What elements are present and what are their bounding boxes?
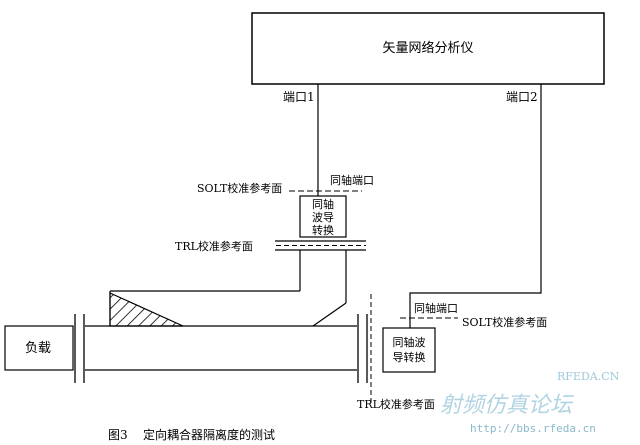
arm-right-diag — [312, 302, 347, 327]
watermark-site: 射频仿真论坛 — [440, 393, 574, 418]
vna-port2-label: 端口2 — [506, 90, 538, 104]
upper-adapter-line2: 波导 — [312, 211, 334, 224]
trl-plane-upper-label: TRL校准参考面 — [175, 239, 253, 253]
watermark-url: http://bbs.rfeda.cn — [470, 422, 596, 435]
hatched-absorber — [109, 292, 184, 327]
vna-port1-label: 端口1 — [283, 90, 315, 104]
watermark-brand: RFEDA.CN — [557, 370, 620, 383]
vna-box — [251, 12, 605, 85]
solt-plane-right-label: SOLT校准参考面 — [462, 315, 547, 329]
upper-coax-port-label: 同轴端口 — [330, 173, 374, 187]
caption-text: 定向耦合器隔离度的测试 — [143, 427, 275, 442]
upper-adapter-line1: 同轴 — [312, 197, 334, 211]
right-coax-port-label: 同轴端口 — [414, 301, 458, 315]
upper-adapter-box — [299, 195, 347, 238]
vna-title: 矢量网络分析仪 — [382, 40, 473, 56]
trl-plane-lower-label: TRL校准参考面 — [357, 397, 435, 411]
solt-plane-upper-label: SOLT校准参考面 — [197, 181, 282, 195]
load-box — [4, 325, 74, 371]
right-adapter-box — [382, 327, 436, 373]
right-adapter-line1: 同轴波 — [393, 335, 426, 349]
port2-cable — [409, 84, 542, 328]
right-adapter-line2: 导转换 — [393, 350, 426, 364]
upper-adapter-line3: 转换 — [312, 223, 334, 237]
load-label: 负载 — [25, 341, 51, 356]
caption-figure-number: 图3 — [108, 428, 128, 442]
